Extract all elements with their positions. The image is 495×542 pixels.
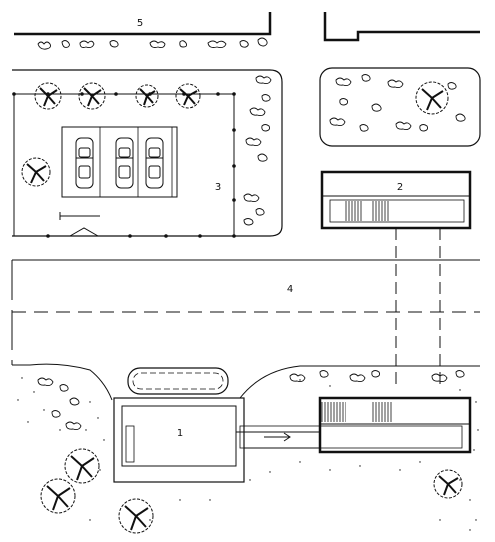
building-2	[320, 170, 472, 230]
stipple-ground	[17, 377, 479, 531]
car-icon	[145, 137, 164, 189]
tree-icon	[118, 498, 154, 534]
landscape-island	[319, 67, 481, 147]
shrub-icon	[243, 75, 272, 226]
shrub-strip-top	[37, 37, 268, 50]
label-building-1: 1	[177, 428, 183, 439]
label-top-street: 5	[137, 18, 143, 29]
tree-icon	[64, 448, 100, 484]
building-1	[113, 367, 472, 483]
label-building-2: 2	[397, 182, 403, 193]
parking-lot	[12, 69, 283, 238]
label-parking-lot: 3	[215, 182, 221, 193]
tree-icon	[21, 157, 51, 187]
shrub-strip-bottom	[37, 370, 465, 431]
tree-icon	[78, 82, 106, 110]
tree-icon	[415, 81, 449, 115]
tree-icon	[135, 84, 159, 108]
tree-icon	[433, 469, 463, 499]
arrow-right-icon	[264, 432, 291, 442]
tree-icon	[175, 83, 201, 109]
tree-icon	[34, 82, 62, 110]
car-icon	[115, 137, 134, 189]
bottom-curb	[29, 363, 480, 401]
top-street	[14, 12, 480, 42]
tree-icon	[40, 478, 76, 514]
street	[11, 228, 480, 390]
car-icon	[75, 137, 94, 189]
label-street: 4	[287, 284, 293, 295]
